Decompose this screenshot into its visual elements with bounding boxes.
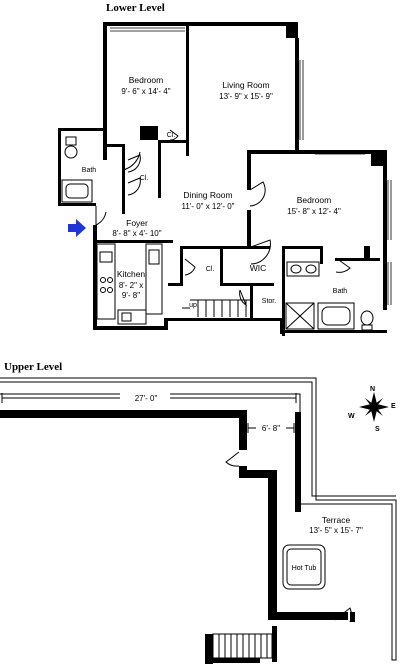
room-dims-bedroom1: 9'- 6" x 14'- 4" <box>121 87 170 96</box>
compass-e: E <box>391 403 396 410</box>
terrace-dims: 13'- 5" x 15'- 7" <box>309 526 363 535</box>
room-name-bedroom2: Bedroom <box>297 195 332 205</box>
upper-dimension-lines: 27'- 0" 6'- 8" <box>1 392 297 433</box>
room-name-dining: Dining Room <box>183 190 232 200</box>
hot-tub: Hot Tub <box>282 544 326 590</box>
room-name-closet2: Cl. <box>140 175 149 182</box>
upper-level-title: Upper Level <box>4 361 62 373</box>
hot-tub-label: Hot Tub <box>292 565 317 572</box>
lower-level-fixtures <box>61 136 374 331</box>
room-name-foyer: Foyer <box>126 218 148 228</box>
upper-stairs <box>212 633 273 659</box>
room-dims-kitchen-2: 9'- 8" <box>122 291 140 300</box>
entry-arrow-icon <box>68 219 86 237</box>
room-name-living: Living Room <box>222 80 269 90</box>
room-dims-kitchen-1: 8'- 2" x <box>119 281 143 290</box>
compass-w: W <box>348 413 355 420</box>
upper-level-walls <box>0 377 397 664</box>
room-name-wic: WIC <box>250 263 267 273</box>
lower-level-windows <box>110 27 392 305</box>
stairs-up-label: up <box>189 302 197 309</box>
room-dims-living: 13'- 9" x 15'- 9" <box>219 92 273 101</box>
lower-stairs <box>182 299 250 317</box>
compass-n: N <box>370 386 375 393</box>
compass-rose-icon: N S E W <box>348 386 396 433</box>
room-name-stor: Stor. <box>262 298 276 305</box>
room-name-closet3: Cl. <box>206 266 215 273</box>
terrace-name: Terrace <box>322 515 351 525</box>
room-dims-bedroom2: 15'- 8" x 12'- 4" <box>287 207 341 216</box>
room-name-kitchen: Kitchen <box>117 269 146 279</box>
room-name-closet1: Cl. <box>167 132 176 139</box>
lower-level-walls <box>58 22 387 336</box>
overall-dimension: 27'- 0" <box>135 394 158 403</box>
inner-dimension: 6'- 8" <box>262 424 280 433</box>
room-name-bath2: Bath <box>333 288 348 295</box>
lower-level-labels: Bedroom 9'- 6" x 14'- 4" Living Room 13'… <box>82 75 348 309</box>
compass-s: S <box>375 426 380 433</box>
room-dims-foyer: 8'- 8" x 4'- 10" <box>112 229 161 238</box>
room-name-bath1: Bath <box>82 167 97 174</box>
lower-level-title: Lower Level <box>106 2 165 14</box>
upper-level-doors <box>225 451 352 623</box>
room-name-bedroom1: Bedroom <box>129 75 164 85</box>
room-dims-dining: 11'- 0" x 12'- 0" <box>181 202 234 211</box>
